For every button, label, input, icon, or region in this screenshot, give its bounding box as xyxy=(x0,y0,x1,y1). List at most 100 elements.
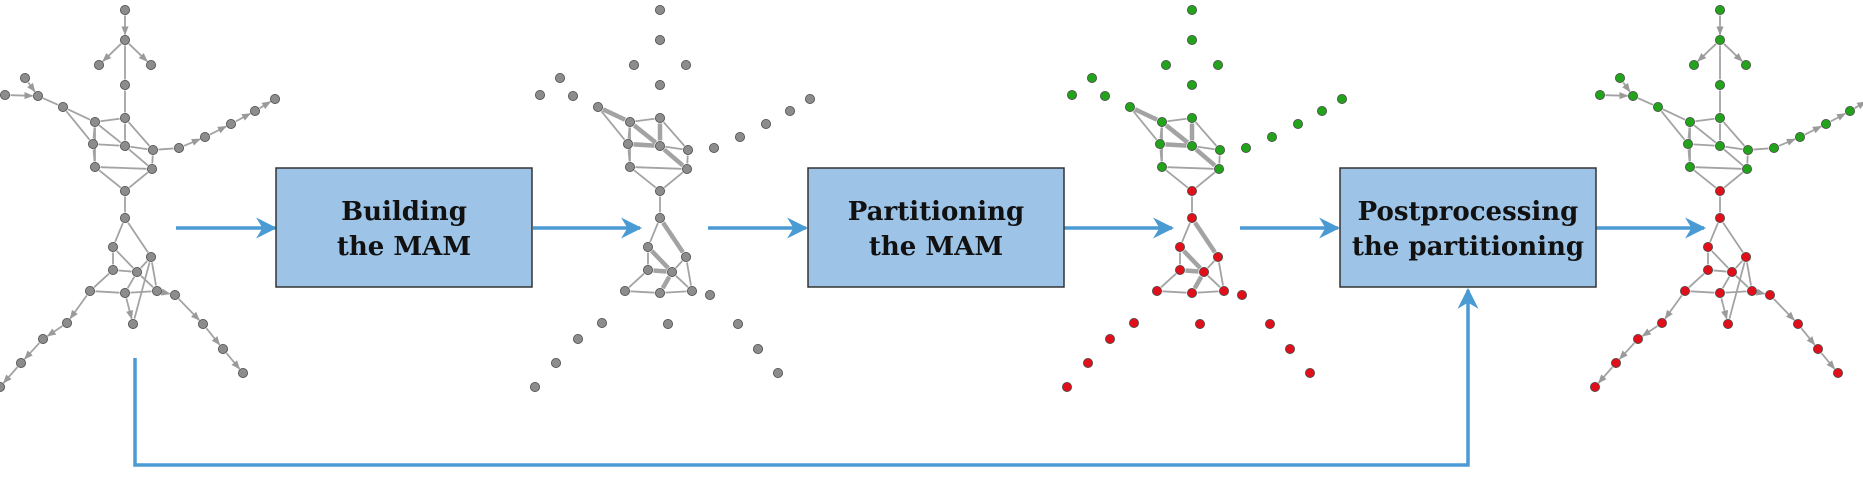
graph-edge xyxy=(633,142,655,148)
graph-edge xyxy=(1800,327,1816,346)
graph-node xyxy=(1213,251,1224,262)
graph-edge xyxy=(1722,222,1744,253)
graph-node xyxy=(1187,80,1198,91)
graph-edge xyxy=(1637,97,1654,106)
graph-node xyxy=(1062,381,1073,392)
graph-node xyxy=(249,106,260,117)
graph-edge xyxy=(1695,117,1715,123)
graph-node xyxy=(535,90,546,101)
graph-node xyxy=(120,212,131,223)
graph-node xyxy=(120,5,131,15)
graph-edge xyxy=(46,325,63,337)
graph-edge xyxy=(660,275,672,290)
graph-edge xyxy=(602,107,626,122)
graph-edge xyxy=(1197,145,1215,151)
graph-edge xyxy=(1695,166,1742,170)
graph-edge xyxy=(627,149,631,162)
graph-node xyxy=(58,102,69,113)
graph-edge xyxy=(1690,290,1715,294)
graph-edge xyxy=(1693,143,1715,147)
graph-node xyxy=(1611,357,1622,368)
graph-node xyxy=(120,35,131,46)
graph-edge xyxy=(630,290,655,294)
graph-node xyxy=(1742,163,1753,174)
graph-node xyxy=(1628,91,1639,102)
graph-node xyxy=(108,264,119,275)
graph-node xyxy=(1741,60,1752,71)
graph-edge xyxy=(1165,169,1189,189)
graph-edge xyxy=(1735,260,1743,269)
graph-node xyxy=(1633,333,1644,344)
graph-edge xyxy=(1132,110,1158,141)
graph-node xyxy=(1615,73,1626,84)
graph-node xyxy=(1187,287,1198,298)
graph-node xyxy=(681,60,692,71)
graph-node xyxy=(655,140,666,151)
graph-node xyxy=(593,102,604,113)
graph-node xyxy=(145,251,156,262)
graph-node xyxy=(217,343,228,354)
graph-node xyxy=(1265,318,1276,329)
graph-node xyxy=(1175,264,1186,275)
step-partitioning-box xyxy=(807,167,1065,288)
graph-node xyxy=(1155,138,1166,149)
step-postprocessing: Postprocessing the partitioning xyxy=(1339,167,1597,288)
graph-edge xyxy=(1721,276,1731,289)
graph-node xyxy=(146,163,157,174)
graph-edge xyxy=(1619,342,1635,360)
graph-edge xyxy=(635,117,655,123)
graph-node xyxy=(805,94,816,105)
step-postprocessing-line2: the partitioning xyxy=(1352,232,1584,262)
graph-node xyxy=(683,144,694,155)
graph-node xyxy=(1285,343,1296,354)
graph-node xyxy=(1685,161,1696,172)
graph-edge xyxy=(1134,107,1158,122)
graph-node xyxy=(733,318,744,329)
graph-edge xyxy=(1778,138,1796,147)
graph-edge xyxy=(98,124,122,144)
graph-edge xyxy=(1164,123,1190,145)
graph-edge xyxy=(663,171,684,189)
step-building-box xyxy=(275,167,533,288)
graph-node xyxy=(551,357,562,368)
graph-node xyxy=(1833,367,1844,378)
graph-edge xyxy=(1641,325,1658,337)
graph-edge xyxy=(1195,171,1216,189)
graph-node xyxy=(0,382,5,392)
graph-edge xyxy=(1185,268,1199,274)
graph-node xyxy=(90,161,101,172)
graph-node xyxy=(88,138,99,149)
step-building-line2: the MAM xyxy=(337,232,471,262)
graph-node xyxy=(120,140,131,151)
graph-edge xyxy=(1159,149,1163,162)
graph-node xyxy=(655,212,666,223)
graph-edge xyxy=(151,262,157,286)
graph-node xyxy=(1067,90,1078,101)
graph-node xyxy=(568,91,579,102)
graph-node xyxy=(1337,94,1348,105)
graph-edge xyxy=(675,275,689,288)
graph-node xyxy=(1241,142,1252,153)
graph-node xyxy=(147,144,158,155)
graph-node xyxy=(1741,251,1752,262)
graph-edge xyxy=(98,169,122,189)
graph-node xyxy=(625,117,636,128)
graph-node xyxy=(709,142,720,153)
graph-node xyxy=(199,131,210,142)
graph-node xyxy=(663,318,674,329)
graph-node xyxy=(1187,140,1198,151)
graph-node xyxy=(1715,80,1726,91)
graph-edge xyxy=(128,43,148,62)
graph-edge xyxy=(1207,275,1221,288)
graph-edge xyxy=(1720,298,1729,320)
graph-node xyxy=(1305,367,1316,378)
graph-node xyxy=(1195,318,1206,329)
graph-node xyxy=(1152,285,1163,296)
graph-node xyxy=(530,381,541,392)
graph-edge xyxy=(1622,81,1631,93)
graph-node xyxy=(681,251,692,262)
graph-node xyxy=(573,333,584,344)
graph-edge xyxy=(100,117,120,123)
graph-node xyxy=(1157,161,1168,172)
graph-node xyxy=(655,35,666,46)
